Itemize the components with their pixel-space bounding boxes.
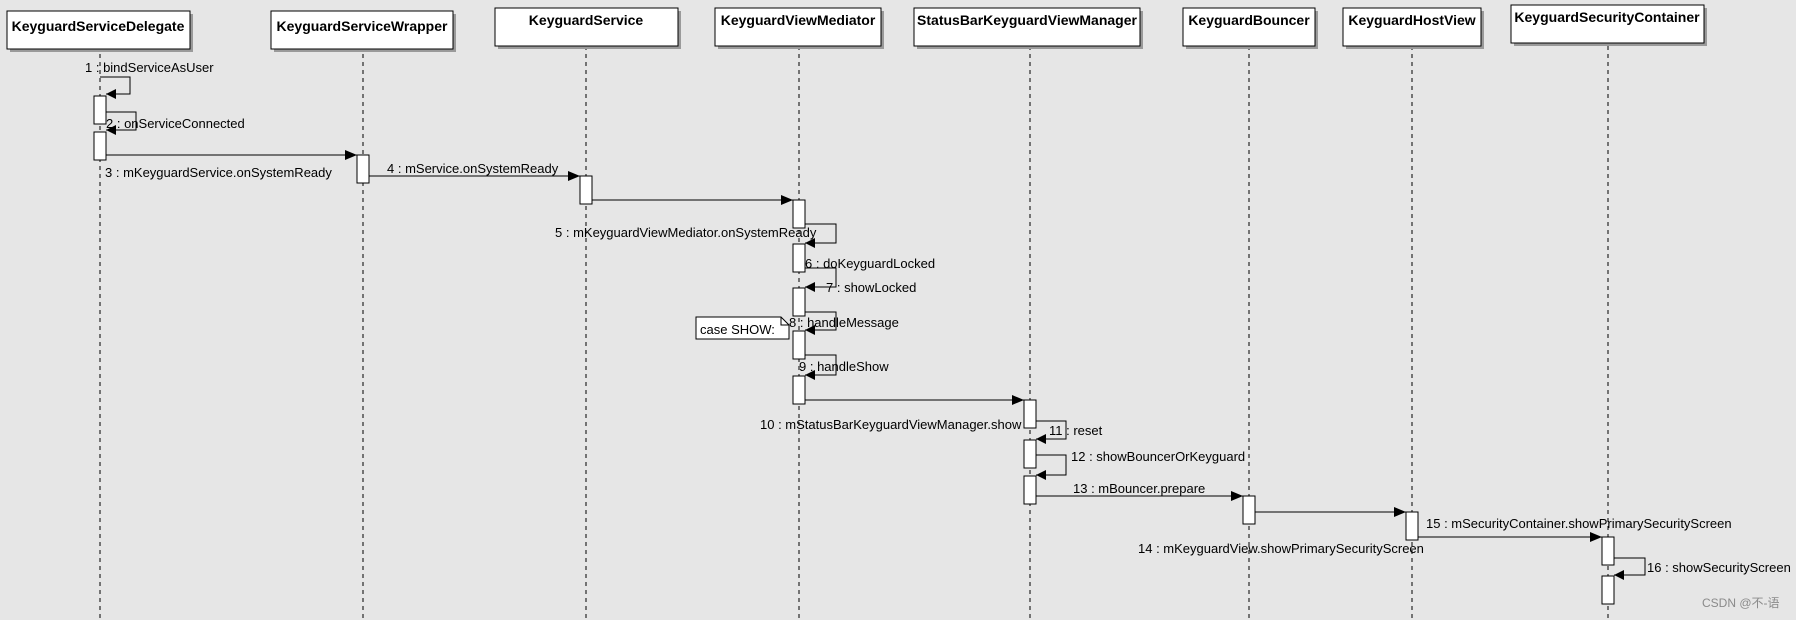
message-label: 12 : showBouncerOrKeyguard [1071,449,1245,464]
message-label: 5 : mKeyguardViewMediator.onSystemReady [555,225,817,240]
message-label: 7 : showLocked [826,280,916,295]
participant-label: KeyguardServiceDelegate [12,18,185,34]
message-label: 16 : showSecurityScreen [1647,560,1791,575]
activation-bar [792,375,806,405]
activation-bar [792,243,806,273]
participant-keyguardservicewrapper: KeyguardServiceWrapper [270,10,456,52]
participant-keyguardhostview: KeyguardHostView [1342,7,1484,49]
activation-bar [93,95,107,125]
participant-label: KeyguardSecurityContainer [1514,9,1700,25]
activation-bar [792,199,806,229]
activation-bar [792,287,806,317]
message-label: 8 : handleMessage [789,315,899,330]
message-label: 13 : mBouncer.prepare [1073,481,1205,496]
activation-bar [579,175,593,205]
activation-bar [1601,575,1615,605]
activations [93,95,1615,605]
activation-bar [93,131,107,161]
message-6: 6 : doKeyguardLocked [805,223,935,271]
participant-keyguardservicedelegate: KeyguardServiceDelegate [6,10,193,52]
message-14: 14 : mKeyguardView.showPrimarySecuritySc… [1138,507,1424,556]
message-label: 3 : mKeyguardService.onSystemReady [105,165,332,180]
participant-keyguardviewmediator: KeyguardViewMediator [714,7,884,49]
participant-label: KeyguardService [529,12,644,28]
message-label: 14 : mKeyguardView.showPrimarySecuritySc… [1138,541,1424,556]
participant-keyguardservice: KeyguardService [494,7,681,49]
activation-bar [1023,399,1037,429]
note-case-show: case SHOW: [695,316,790,340]
participant-label: StatusBarKeyguardViewManager [917,12,1137,28]
activation-bar [1023,439,1037,469]
message-15: 15 : mSecurityContainer.showPrimarySecur… [1418,516,1732,542]
message-label: 9 : handleShow [799,359,889,374]
message-label: 6 : doKeyguardLocked [805,256,935,271]
message-3: 3 : mKeyguardService.onSystemReady [105,150,357,180]
message-11: 11 : reset [1036,420,1103,444]
participant-label: KeyguardServiceWrapper [277,18,448,34]
activation-bar [1242,495,1256,525]
participant-keyguardsecuritycontainer: KeyguardSecurityContainer [1510,4,1707,46]
message-8: 8 : handleMessage [789,311,899,335]
participant-label: KeyguardHostView [1348,12,1475,28]
message-label: 4 : mService.onSystemReady [387,161,559,176]
message-label: 15 : mSecurityContainer.showPrimarySecur… [1426,516,1732,531]
message-7: 7 : showLocked [805,267,916,295]
activation-bar [356,154,370,184]
participant-label: KeyguardViewMediator [721,12,876,28]
message-1: 1 : bindServiceAsUser [85,60,214,99]
activation-bar [792,330,806,360]
activation-bar [1023,475,1037,505]
watermark: CSDN @不-语 [1702,596,1780,610]
activation-bar [1405,511,1419,541]
participant-label: KeyguardBouncer [1188,12,1310,28]
message-9: 9 : handleShow [799,354,889,380]
participant-statusbarkeyguardviewmanager: StatusBarKeyguardViewManager [913,7,1143,49]
activation-bar [1601,536,1615,566]
lifelines [99,46,1609,620]
message-16: 16 : showSecurityScreen [1614,557,1791,580]
message-12: 12 : showBouncerOrKeyguard [1036,449,1245,480]
message-label: 10 : mStatusBarKeyguardViewManager.show [760,417,1022,432]
message-13: 13 : mBouncer.prepare [1036,481,1243,501]
message-label: 2 : onServiceConnected [106,116,245,131]
participant-keyguardbouncer: KeyguardBouncer [1182,7,1318,49]
message-4: 4 : mService.onSystemReady [369,161,580,181]
message-2: 2 : onServiceConnected [106,111,245,135]
message-10: 10 : mStatusBarKeyguardViewManager.show [760,395,1024,432]
message-5: 5 : mKeyguardViewMediator.onSystemReady [555,195,817,240]
message-label: 1 : bindServiceAsUser [85,60,214,75]
message-label: 11 : reset [1049,423,1103,438]
note-text: case SHOW: [700,322,775,337]
